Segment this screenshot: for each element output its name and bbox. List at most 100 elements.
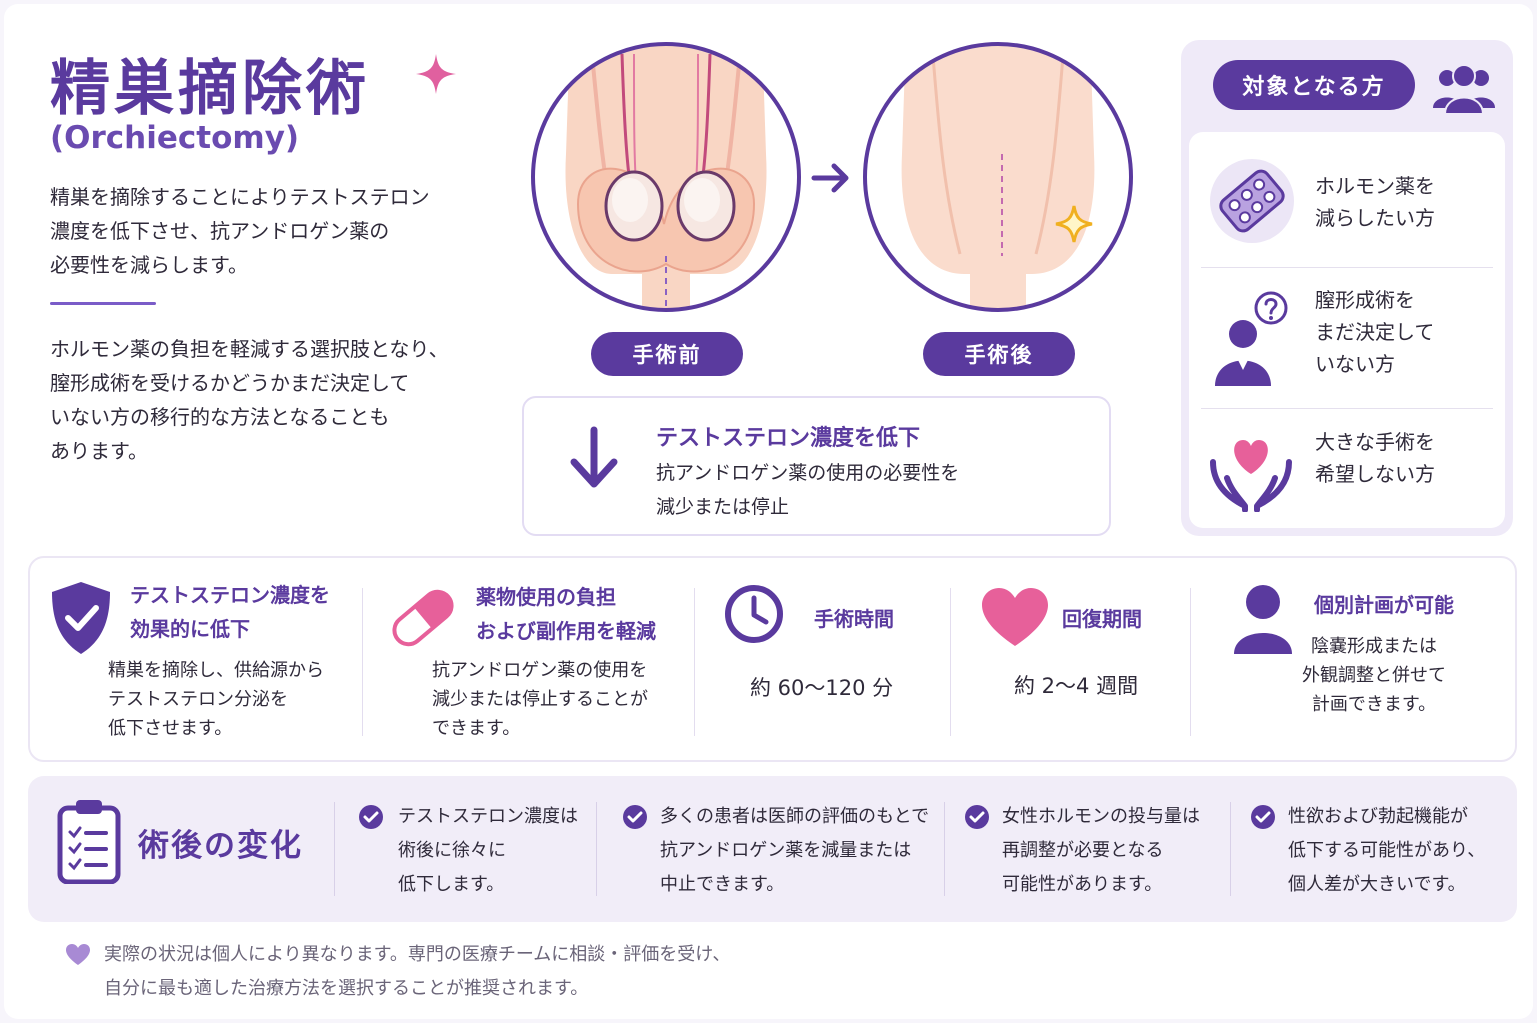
clock-icon xyxy=(725,585,783,643)
footer-note-line: 実際の状況は個人により異なります。専門の医療チームに相談・評価を受け、 xyxy=(104,944,731,965)
feature-desc-line: 低下させます。 xyxy=(108,718,233,739)
feature-title-line: 個別計画が可能 xyxy=(1314,593,1454,617)
arrow-down-icon xyxy=(570,426,618,488)
target-heading: 対象となる方 xyxy=(1213,60,1415,110)
intro-paragraph-1: 精巣を摘除することによりテストステロン 濃度を低下させ、抗アンドロゲン薬の 必要… xyxy=(50,180,520,282)
feature-title-line: および副作用を軽減 xyxy=(476,619,656,643)
postop-separator xyxy=(944,802,945,896)
feature-value: 約 2～4 週間 xyxy=(1014,674,1139,698)
intro-divider xyxy=(50,302,156,305)
postop-separator xyxy=(334,802,335,896)
target-line: 大きな手術を xyxy=(1315,430,1435,454)
feature-title: 個別計画が可能 xyxy=(1314,588,1454,622)
intro-line: 必要性を減らします。 xyxy=(50,253,248,277)
target-audience-panel: 対象となる方 xyxy=(1181,40,1513,536)
postop-line: 可能性があります。 xyxy=(1002,874,1163,895)
target-item: 大きな手術を 希望しない方 xyxy=(1189,414,1505,550)
postop-line: テストステロン濃度は xyxy=(398,806,578,827)
postop-line: 術後に徐々に xyxy=(398,840,506,861)
feature-title: 手術時間 xyxy=(814,602,894,636)
postop-title: 術後の変化 xyxy=(138,828,303,864)
target-line: 減らしたい方 xyxy=(1315,206,1435,230)
effect-summary-box: テストステロン濃度を低下 抗アンドロゲン薬の使用の必要性を 減少または停止 xyxy=(522,396,1111,536)
feature-desc-line: 陰嚢形成または xyxy=(1311,636,1437,657)
target-item-text: 膣形成術を まだ決定して いない方 xyxy=(1315,284,1434,380)
postop-line: 再調整が必要となる xyxy=(1002,840,1164,861)
before-surgery-label: 手術前 xyxy=(591,332,743,376)
effect-title: テストステロン濃度を低下 xyxy=(656,426,921,451)
footer-note: 実際の状況は個人により異なります。専門の医療チームに相談・評価を受け、 自分に最… xyxy=(104,938,730,1006)
feature-title: 回復期間 xyxy=(1062,602,1142,636)
pill-blister-icon xyxy=(1210,159,1294,243)
target-item: ホルモン薬を 減らしたい方 xyxy=(1189,132,1505,268)
heart-hands-icon xyxy=(1210,440,1292,512)
feature-value: 約 60～120 分 xyxy=(750,676,894,700)
target-line: まだ決定して xyxy=(1315,320,1435,344)
check-circle-icon xyxy=(359,805,383,829)
postop-line: 性欲および勃起機能が xyxy=(1288,806,1468,827)
people-group-icon xyxy=(1433,64,1495,114)
sparkle-icon xyxy=(416,54,456,94)
person-question-icon xyxy=(1215,291,1288,386)
target-line: 膣形成術を xyxy=(1315,288,1415,312)
intro-line: いない方の移行的な方法となることも xyxy=(50,405,390,429)
feature-separator xyxy=(694,588,695,736)
page-subtitle: (Orchiectomy) xyxy=(50,120,300,156)
page-title: 精巣摘除術 xyxy=(50,54,370,124)
feature-desc-line: 精巣を摘除し、供給源から xyxy=(108,660,324,681)
feature-title: テストステロン濃度を 効果的に低下 xyxy=(130,578,330,646)
effect-line: 減少または停止 xyxy=(656,496,790,518)
intro-line: ホルモン薬の負担を軽減する選択肢となり、 xyxy=(50,337,449,361)
effect-line: 抗アンドロゲン薬の使用の必要性を xyxy=(656,462,960,484)
postop-line: 抗アンドロゲン薬を減量または xyxy=(660,840,912,861)
feature-title-line: テストステロン濃度を xyxy=(130,583,330,607)
feature-separator xyxy=(362,588,363,736)
shield-check-icon xyxy=(52,582,110,654)
heart-small-icon xyxy=(66,944,90,965)
clipboard-checklist-icon xyxy=(57,800,121,884)
target-line: 希望しない方 xyxy=(1315,462,1435,486)
postop-line: 女性ホルモンの投与量は xyxy=(1002,806,1200,827)
feature-desc-line: できます。 xyxy=(432,718,521,739)
check-circle-icon xyxy=(965,805,989,829)
intro-paragraph-2: ホルモン薬の負担を軽減する選択肢となり、 膣形成術を受けるかどうかまだ決定して … xyxy=(50,332,520,468)
intro-line: 膣形成術を受けるかどうかまだ決定して xyxy=(50,371,410,395)
feature-desc-line: 抗アンドロゲン薬の使用を xyxy=(432,660,648,681)
footer-note-line: 自分に最も適した治療方法を選択することが推奨されます。 xyxy=(104,978,589,999)
capsule-icon xyxy=(392,589,454,647)
feature-separator xyxy=(1190,588,1191,736)
after-surgery-illustration xyxy=(863,42,1133,312)
page: 精巣摘除術 (Orchiectomy) 精巣を摘除することによりテストステロン … xyxy=(4,4,1533,1019)
target-item: 膣形成術を まだ決定して いない方 xyxy=(1189,272,1505,408)
effect-description: 抗アンドロゲン薬の使用の必要性を 減少または停止 xyxy=(656,456,959,524)
arrow-right-icon xyxy=(811,163,849,193)
feature-desc-line: テストステロン分泌を xyxy=(108,689,288,710)
check-circle-icon xyxy=(623,805,647,829)
feature-desc-line: 減少または停止することが xyxy=(432,689,648,710)
feature-desc-line: 外観調整と併せて xyxy=(1302,665,1446,686)
intro-line: 濃度を低下させ、抗アンドロゲン薬の xyxy=(50,219,390,243)
postop-item: 多くの患者は医師の評価のもとで 抗アンドロゲン薬を減量または 中止できます。 xyxy=(660,800,929,902)
check-circle-icon xyxy=(1251,805,1275,829)
target-line: ホルモン薬を xyxy=(1315,174,1435,198)
feature-description: 抗アンドロゲン薬の使用を 減少または停止することが できます。 xyxy=(432,656,648,743)
intro-line: 精巣を摘除することによりテストステロン xyxy=(50,185,430,209)
postop-line: 多くの患者は医師の評価のもとで xyxy=(660,806,930,827)
postop-line: 低下します。 xyxy=(398,874,505,895)
target-list: ホルモン薬を 減らしたい方 膣形成術を まだ決定して いない xyxy=(1189,132,1505,528)
feature-description: 精巣を摘除し、供給源から テストステロン分泌を 低下させます。 xyxy=(108,656,324,743)
postop-separator xyxy=(1230,802,1231,896)
target-separator xyxy=(1201,267,1493,268)
before-surgery-illustration xyxy=(531,42,801,312)
feature-title: 薬物使用の負担 および副作用を軽減 xyxy=(476,580,656,648)
feature-separator xyxy=(950,588,951,736)
intro-line: あります。 xyxy=(50,439,148,463)
person-icon xyxy=(1234,585,1292,654)
heart-icon xyxy=(982,588,1048,646)
postop-changes-section: 術後の変化 テストステロン濃度は 術後に徐々に 低下します。 多くの患者は医師の… xyxy=(28,776,1517,922)
feature-title-line: 効果的に低下 xyxy=(130,617,250,641)
postop-line: 中止できます。 xyxy=(660,874,785,895)
postop-item: テストステロン濃度は 術後に徐々に 低下します。 xyxy=(398,800,578,902)
feature-title-line: 手術時間 xyxy=(814,607,894,631)
postop-separator xyxy=(596,802,597,896)
